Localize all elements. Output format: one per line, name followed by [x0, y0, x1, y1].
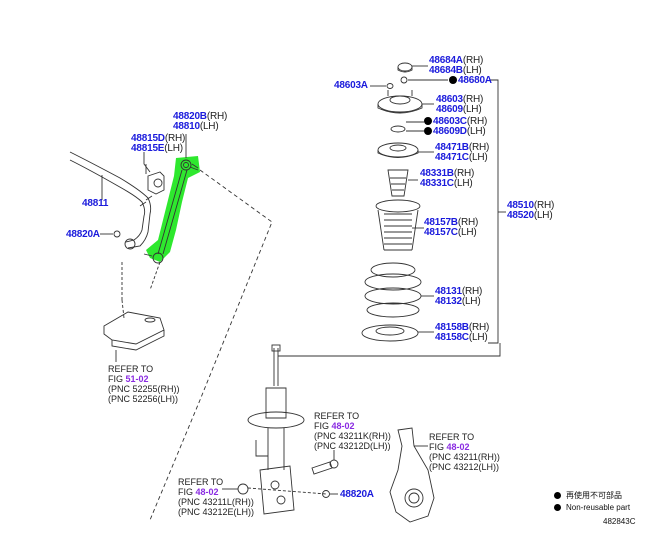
spring-seat-48471-icon[interactable]: [377, 142, 419, 158]
label-48471[interactable]: 48471B(RH) 48471C(LH): [435, 142, 490, 163]
lower-seat-48158-icon[interactable]: [361, 324, 419, 342]
highlight-48820B: [146, 156, 200, 262]
non-reusable-dot-icon: [424, 127, 432, 135]
filled-circle-icon: [554, 504, 561, 511]
boot-48157-icon[interactable]: [375, 199, 421, 251]
body-bracket-icon[interactable]: [103, 311, 165, 351]
stabilizer-bar-icon[interactable]: [69, 151, 153, 250]
shock-absorber-icon[interactable]: [247, 344, 305, 515]
non-reusable-dot-icon: [449, 76, 457, 84]
label-48158[interactable]: 48158B(RH) 48158C(LH): [435, 322, 490, 343]
label-48603a[interactable]: 48603A: [334, 80, 368, 91]
label-48811[interactable]: 48811: [82, 198, 109, 209]
label-48684[interactable]: 48684A(RH) 48684B(LH): [429, 55, 484, 76]
diagram-code: 482843C: [603, 517, 636, 526]
label-48331[interactable]: 48331B(RH) 48331C(LH): [420, 168, 475, 189]
fig-link[interactable]: 48-02: [446, 442, 470, 452]
reference-fig-48-02-bolt[interactable]: REFER TO FIG 48-02 (PNC 43211K(RH)) (PNC…: [314, 411, 391, 451]
nut-48680a-icon[interactable]: [400, 76, 408, 84]
reference-fig-48-02-knuckle[interactable]: REFER TO FIG 48-02 (PNC 43211(RH)) (PNC …: [429, 432, 500, 472]
reference-fig-51-02[interactable]: REFER TO FIG 51-02 (PNC 52255(RH)) (PNC …: [108, 364, 180, 404]
label-48510[interactable]: 48510(RH) 48520(LH): [507, 200, 555, 221]
label-48820b[interactable]: 48820B(RH) 48810(LH): [173, 111, 228, 132]
label-48820a-bottom[interactable]: 48820A: [340, 489, 374, 500]
strut-mount-icon[interactable]: [377, 90, 423, 114]
bolt-43211k-icon[interactable]: [311, 459, 339, 475]
nut-48603a-icon[interactable]: [386, 83, 394, 89]
label-48603c[interactable]: 48603C(RH) 48609D(LH): [424, 117, 487, 137]
nut-48820a-bottom-icon[interactable]: [322, 490, 330, 498]
legend-item: 再使用不可部品: [554, 490, 630, 502]
nut-48820a-icon[interactable]: [113, 230, 121, 238]
coil-spring-48131-icon[interactable]: [364, 262, 422, 318]
filled-circle-icon: [554, 492, 561, 499]
label-48680a[interactable]: 48680A: [449, 76, 492, 86]
non-reusable-dot-icon: [424, 117, 432, 125]
label-48815[interactable]: 48815D(RH) 48815E(LH): [131, 133, 186, 154]
bushing-icon[interactable]: [145, 164, 165, 195]
label-48603[interactable]: 48603(RH) 48609(LH): [436, 94, 484, 115]
fig-link[interactable]: 48-02: [331, 421, 355, 431]
label-48820a-top[interactable]: 48820A: [66, 229, 100, 240]
steering-knuckle-icon[interactable]: [389, 427, 435, 523]
bump-stop-48331-icon[interactable]: [387, 169, 409, 197]
stabilizer-link-icon[interactable]: [143, 159, 199, 264]
fig-link[interactable]: 48-02: [195, 487, 219, 497]
cap-48684-icon[interactable]: [397, 62, 413, 73]
assembly-bracket-line: [488, 79, 499, 344]
reference-fig-48-02-nut[interactable]: REFER TO FIG 48-02 (PNC 43211L(RH)) (PNC…: [178, 477, 255, 517]
legend: 再使用不可部品 Non-reusable part: [554, 490, 630, 514]
label-48131[interactable]: 48131(RH) 48132(LH): [435, 286, 483, 307]
legend-item: Non-reusable part: [554, 502, 630, 514]
fig-link[interactable]: 51-02: [125, 374, 149, 384]
label-48157[interactable]: 48157B(RH) 48157C(LH): [424, 217, 479, 238]
washer-48603c-icon[interactable]: [390, 125, 406, 133]
